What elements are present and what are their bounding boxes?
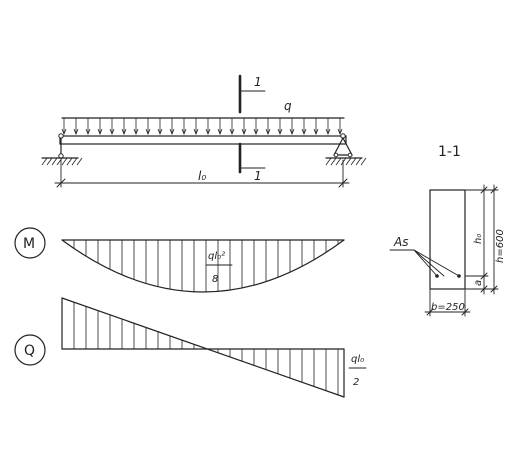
moment-value-numerator: ql₀²: [208, 251, 225, 262]
moment-badge-circle: [14, 227, 46, 259]
ground-hatch: [56, 157, 63, 166]
ground-hatch: [71, 157, 78, 166]
load-arrow-head: [73, 128, 79, 136]
ground-hatch: [340, 157, 347, 166]
cover-label: a: [473, 280, 484, 286]
moment-parabola: [61, 239, 345, 293]
load-arrow-head: [181, 128, 187, 136]
ground-hatch: [355, 157, 362, 166]
load-arrow-head: [325, 128, 331, 136]
shear-value-numerator: ql₀: [351, 354, 364, 365]
span-label: l₀: [198, 169, 206, 183]
width-label: b=250: [431, 302, 465, 313]
load-arrows: [61, 118, 343, 136]
effective-depth-label: h₀: [473, 234, 484, 244]
load-arrow-head: [121, 128, 127, 136]
section-cut-mark: 1 1: [238, 74, 266, 183]
load-arrow-head: [97, 128, 103, 136]
shear-badge: Q: [24, 343, 35, 359]
load-arrow-head: [277, 128, 283, 136]
right-support: [325, 133, 367, 166]
shear-value-denominator: 2: [353, 377, 359, 388]
beam-scheme: l₀ q 1 1: [41, 74, 367, 188]
load-arrow-head: [217, 128, 223, 136]
load-arrow-head: [301, 128, 307, 136]
span-dimension: l₀: [54, 159, 350, 188]
shear-diagram: Q ql₀ 2: [14, 297, 367, 398]
ground-hatch: [335, 157, 342, 166]
cross-section: 1-1 As b=250 h₀ a h=600: [389, 144, 506, 317]
load-arrow-head: [85, 128, 91, 136]
load-arrow-head: [193, 128, 199, 136]
load-arrow-head: [229, 128, 235, 136]
load-arrow-head: [289, 128, 295, 136]
moment-hatching: [73, 240, 339, 292]
section-mark-bottom: 1: [254, 169, 262, 183]
beam-body: [59, 135, 347, 145]
load-arrow-head: [109, 128, 115, 136]
load-arrow-head: [241, 128, 247, 136]
load-arrow-head: [253, 128, 259, 136]
load-arrow-head: [145, 128, 151, 136]
load-arrow-head: [157, 128, 163, 136]
ground-hatch: [41, 157, 48, 166]
ground-hatch: [46, 157, 53, 166]
shear-badge-circle: [14, 334, 46, 366]
moment-badge: M: [23, 236, 35, 252]
ground-hatch: [330, 157, 337, 166]
load-arrow-head: [205, 128, 211, 136]
load-arrow-head: [133, 128, 139, 136]
ground-hatch: [61, 157, 68, 166]
height-label: h=600: [495, 229, 506, 263]
load-arrow-head: [169, 128, 175, 136]
load-arrow-head: [61, 128, 67, 136]
left-support: [41, 133, 83, 166]
shear-sloped-line: [61, 297, 345, 398]
load-label: q: [284, 99, 292, 113]
section-mark-top: 1: [254, 75, 262, 89]
load-arrow-head: [337, 128, 343, 136]
ground-hatch: [51, 157, 58, 166]
ground-hatch: [66, 157, 73, 166]
ground-hatch: [76, 157, 83, 166]
section-outline: [429, 189, 466, 290]
steel-label: As: [393, 235, 408, 249]
load-arrow-head: [265, 128, 271, 136]
ground-hatch: [345, 157, 352, 166]
shear-hatching: [73, 302, 339, 395]
moment-diagram: M ql₀² 8: [14, 227, 345, 293]
ground-hatch: [350, 157, 357, 166]
load-arrow-head: [313, 128, 319, 136]
section-title: 1-1: [438, 144, 461, 160]
ground-hatch: [325, 157, 332, 166]
moment-value-denominator: 8: [212, 274, 218, 285]
ground-hatch: [360, 157, 367, 166]
